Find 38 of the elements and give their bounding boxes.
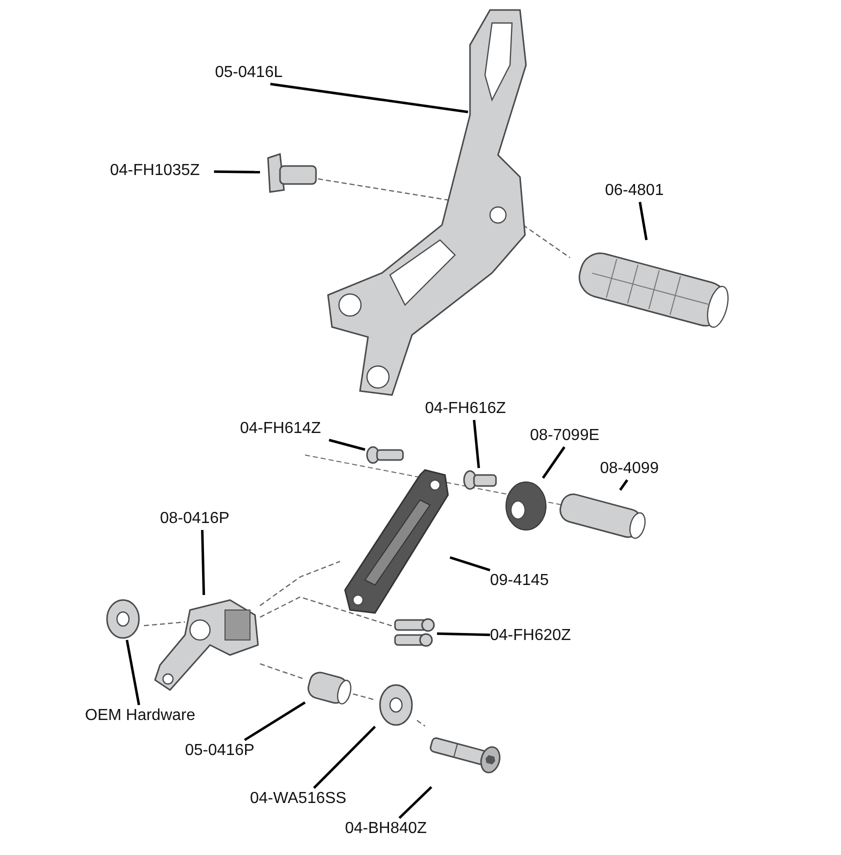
leader-line	[214, 170, 260, 174]
leader-line	[328, 438, 366, 451]
centerline	[260, 560, 340, 606]
leader-line	[126, 640, 140, 706]
part-number: 04-FH616Z	[425, 398, 521, 420]
part-number: OEM Hardware	[85, 705, 197, 727]
screw-pair-drawing	[392, 617, 437, 649]
part-number: 08-4099	[600, 458, 670, 480]
centerline	[318, 178, 448, 201]
centerline	[144, 621, 186, 626]
leader-line	[638, 202, 648, 240]
part-number: 04-FH620Z	[490, 625, 578, 647]
centerline	[260, 663, 306, 680]
part-number: 08-7099E	[530, 425, 614, 447]
part-number: 04-WA516SS	[250, 788, 356, 810]
centerline	[522, 224, 570, 258]
leader-line	[472, 420, 480, 468]
leader-line	[244, 701, 306, 742]
part-number: 04-FH614Z	[240, 418, 336, 440]
part-number: 05-0416P	[185, 740, 269, 762]
leader-line	[450, 556, 490, 572]
leader-line	[619, 479, 628, 491]
leader-line	[436, 632, 490, 636]
centerline	[416, 720, 426, 727]
part-number: 05-0416L	[215, 62, 297, 84]
part-number: 08-0416P	[160, 508, 244, 530]
leader-line	[398, 786, 432, 819]
part-number: 04-BH840Z	[345, 818, 431, 840]
leader-line	[201, 530, 206, 596]
leader-line	[542, 446, 566, 479]
centerline	[352, 693, 376, 700]
part-number: 04-FH1035Z	[110, 160, 214, 182]
part-number: 06-4801	[605, 180, 671, 202]
leader-line	[270, 82, 468, 114]
centerline	[260, 596, 392, 626]
part-number: 09-4145	[490, 570, 558, 592]
leader-line	[313, 726, 376, 789]
screw-drawing	[365, 445, 405, 465]
